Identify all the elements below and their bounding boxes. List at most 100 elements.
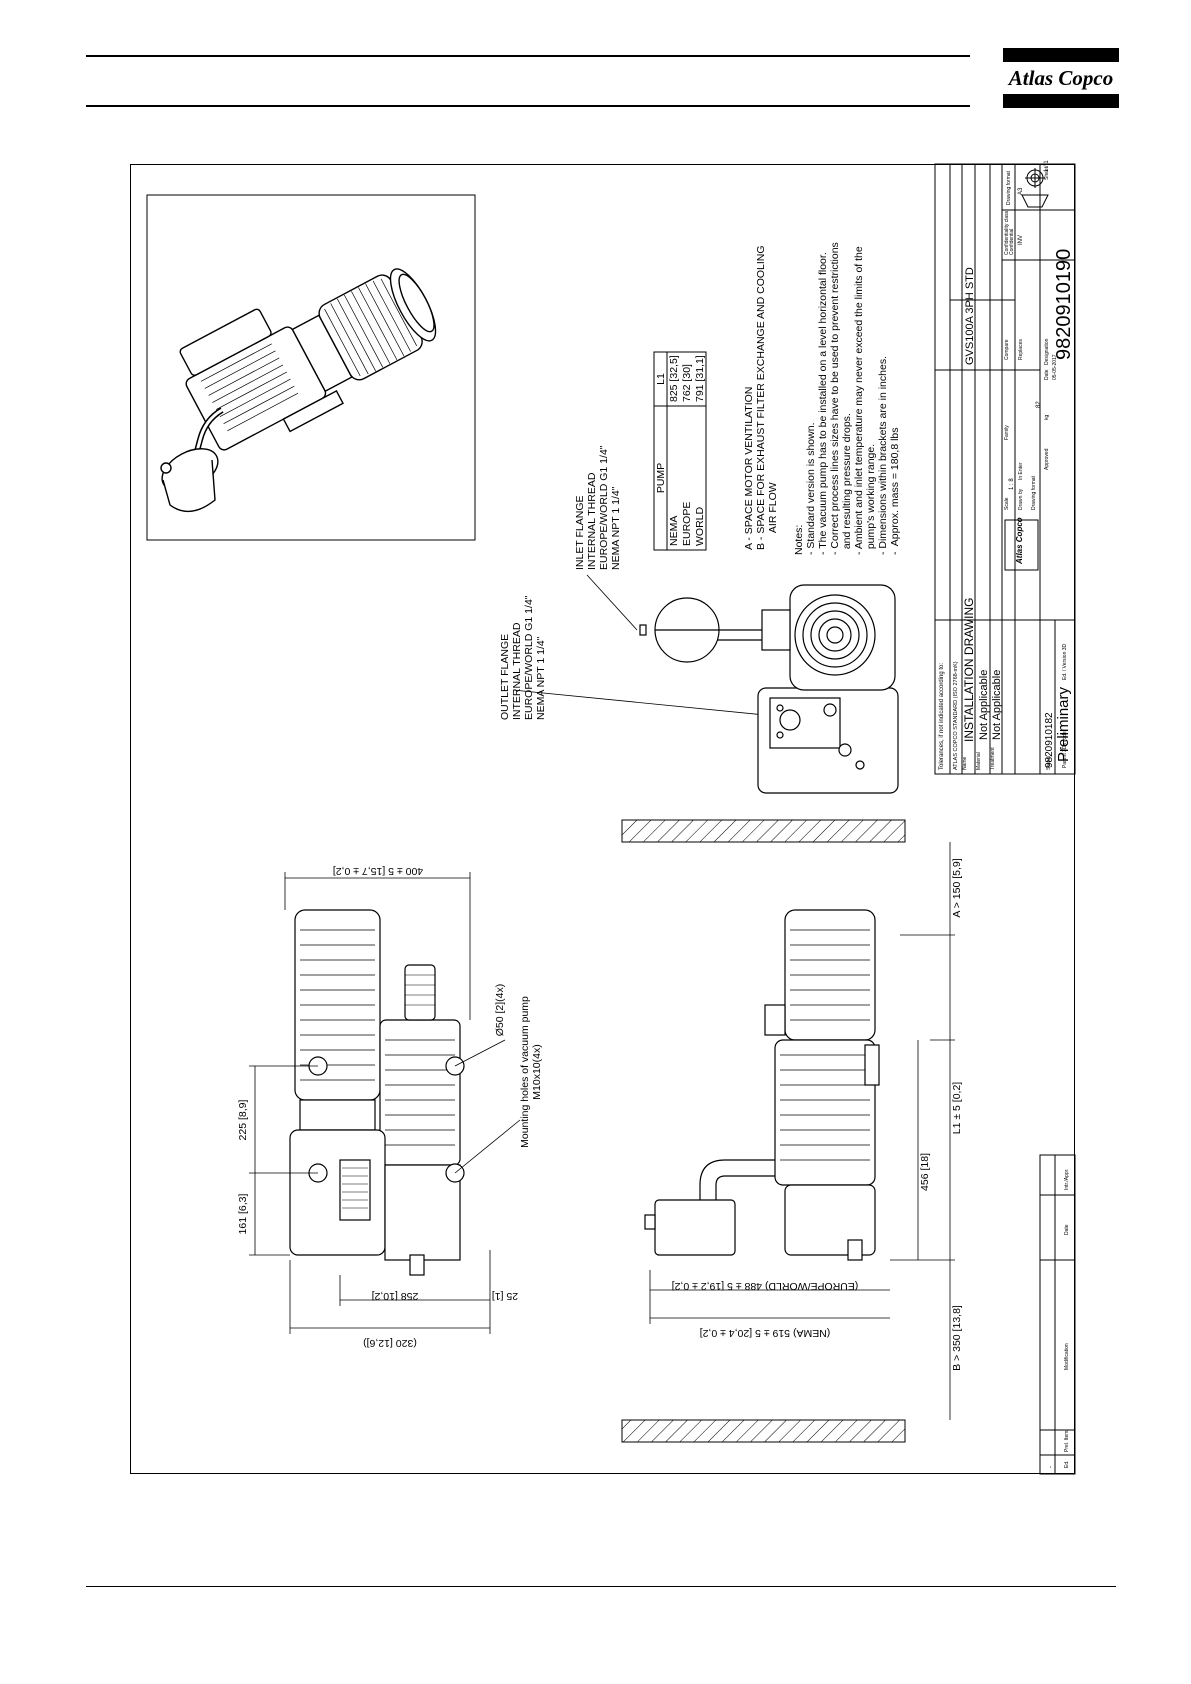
note-8: - Approx. mass = 180,8 lbs: [889, 427, 901, 555]
dim-europe-world: (EUROPE/WORLD) 488 ± 5 [19,2 ± 0,2]: [672, 1280, 859, 1292]
pump-side-view: [644, 909, 880, 1261]
family-label: Family: [1004, 425, 1010, 440]
drawing-format-label-2: Drawing format: [1006, 170, 1012, 205]
table-row-europe-l1: 762 [30]: [681, 364, 693, 402]
standard-ref: ATLAS COPCO STANDARD (ISO 2768-mK): [953, 661, 959, 770]
model-value: GVS100A 3PH STD: [964, 267, 976, 365]
space-note-a: A - SPACE MOTOR VENTILATION: [743, 387, 755, 550]
inlet-flange-line3: EUROPE/WORLD G1 1/4": [598, 445, 610, 570]
note-7: - Dimensions within brackets are in inch…: [877, 356, 889, 555]
notes-block: OUTLET FLANGE INTERNAL THREAD EUROPE/WOR…: [499, 242, 901, 720]
inv-label: INV: [1018, 235, 1024, 245]
title-block-logo: Atlas Copco: [1015, 517, 1024, 565]
note-5: - Ambient and inlet temperature may neve…: [853, 246, 865, 555]
dim-161: 161 [6,3]: [237, 1193, 249, 1234]
compare-label: Compare: [1004, 339, 1010, 360]
mounting-holes-label-1: Mounting holes of vacuum pump: [519, 996, 531, 1148]
ed-version-label: Ed. / Version 3D: [1062, 643, 1068, 680]
dim-a: A > 150 [5,9]: [951, 858, 963, 917]
side-view-dimension-labels: A > 150 [5,9] L1 ± 5 [0,2] 456 [18] B > …: [672, 858, 963, 1371]
parent-number: 9820910182: [1044, 712, 1055, 768]
wall-top: [621, 819, 906, 843]
name-label: Name: [962, 756, 968, 770]
inlet-flange-line4: NEMA NPT 1 1/4": [610, 486, 622, 570]
scale-label: Scale: [1004, 497, 1010, 510]
parent-model-box: 9820910182 Parent 3D-model Ed. / Version…: [1039, 619, 1076, 775]
header-rule-bottom: [86, 105, 970, 107]
drawing-frame: [130, 164, 1075, 1474]
material-value: Not Applicable: [978, 670, 990, 740]
rev-date-label: Date: [1064, 1224, 1070, 1235]
dim-225: 225 [8,9]: [237, 1099, 249, 1140]
rev-mod-label: Modification: [1064, 1343, 1070, 1370]
note-2: - The vacuum pump has to be installed on…: [817, 252, 829, 555]
tolerances-note: Tolerances, if not indicated according t…: [939, 663, 945, 770]
date-value: 05-05-2017: [1052, 354, 1058, 380]
space-note-b: B - SPACE FOR EXHAUST FILTER EXCHANGE AN…: [755, 245, 767, 550]
inlet-flange-line2: INTERNAL THREAD: [586, 472, 598, 570]
rev-dash: -: [1048, 1466, 1054, 1468]
pump-top-view: [289, 909, 465, 1276]
material-label: Material: [976, 752, 982, 770]
name-value: INSTALLATION DRAWING: [962, 598, 976, 742]
approved-label: Approved: [1044, 448, 1050, 470]
drawing-format-label: Drawing format: [1031, 475, 1037, 510]
status-label: Status: [1046, 755, 1052, 770]
mounting-holes-label-2: M10x10(4x): [531, 1044, 543, 1099]
date-label: Date: [1044, 369, 1050, 380]
note-6: pump's working range.: [865, 444, 877, 555]
drawing-number: 9820910190: [1053, 249, 1075, 360]
table-row-nema: NEMA: [668, 516, 680, 546]
confidentiality-value: Confidential: [1009, 229, 1015, 255]
pump-3d-view: [146, 194, 476, 541]
inlet-flange-line1: INLET FLANGE: [574, 496, 586, 571]
note-4: and resulting pressure drops.: [841, 413, 853, 555]
dim-b: B > 350 [13,8]: [951, 1305, 963, 1371]
note-3: - Correct process lines sizes have to be…: [829, 242, 841, 555]
outlet-flange-line4: NEMA NPT 1 1/4": [535, 636, 547, 720]
dim-400: 400 ± 5 [15,7 ± 0,2]: [333, 865, 423, 877]
outlet-flange-line3: EUROPE/WORLD G1 1/4": [523, 595, 535, 720]
replaces-label: Replaces: [1018, 339, 1024, 360]
top-view-dimension-labels: 400 ± 5 [15,7 ± 0,2] 225 [8,9] 161 [6,3]…: [237, 865, 543, 1349]
outlet-flange-line1: OUTLET FLANGE: [499, 634, 511, 720]
table-row-europe: EUROPE: [681, 502, 693, 546]
logo-text: Atlas Copco: [1007, 66, 1113, 90]
rev-prel-label: Prel. Item: [1064, 1431, 1070, 1452]
dim-l1: L1 ± 5 [0,2]: [951, 1082, 963, 1135]
revision-block-text: - Ed. Prel. Item Modification Date Intr.…: [1048, 1169, 1070, 1468]
outlet-flange-line2: INTERNAL THREAD: [511, 622, 523, 720]
weight-value: 82: [1036, 401, 1042, 408]
table-row-world: WORLD: [694, 507, 706, 547]
header-rule-top: [86, 55, 970, 57]
rev-appr-label: Intr./Appr.: [1064, 1169, 1070, 1190]
pump-end-view: [639, 584, 899, 794]
dim-nema: (NEMA) 519 ± 5 [20,4 ± 0,2]: [700, 1327, 831, 1339]
space-note-b-cont: AIR FLOW: [767, 482, 779, 550]
pump-table: PUMP L1 NEMA 825 [32,5] EUROPE 762 [30] …: [653, 351, 707, 551]
atlas-copco-logo: Atlas Copco: [1003, 48, 1119, 108]
drawn-value: In Enter: [1018, 462, 1024, 480]
flange-leaders: [512, 574, 766, 716]
treatment-value: Not Applicable: [991, 670, 1003, 740]
footer-rule: [86, 1586, 1116, 1587]
dim-258: 258 [10,2]: [372, 1290, 419, 1302]
table-header-l1: L1: [655, 373, 667, 385]
weight-label: kg: [1044, 415, 1050, 421]
parent-label: Parent 3D-model: [1062, 730, 1068, 768]
confidentiality-label: Confidentiality class: [1004, 210, 1010, 255]
revision-block: [1039, 1154, 1076, 1475]
hole-diameter-label: Ø50 [2](4x): [494, 984, 506, 1037]
sheet-value: 1 / 1: [1044, 160, 1050, 172]
status-value: Preliminary: [1055, 686, 1072, 762]
designation-label: Designation: [1044, 338, 1050, 365]
notes-title: Notes:: [793, 525, 805, 555]
table-row-world-l1: 791 [31,1]: [694, 355, 706, 402]
title-block: [934, 163, 1076, 775]
top-view-dimension-lines: [249, 872, 521, 1334]
rev-ed-label: Ed.: [1064, 1460, 1070, 1468]
drawn-label: Drawn by: [1018, 488, 1024, 510]
note-1: - Standard version is shown.: [805, 423, 817, 555]
dim-320: (320 [12,6]): [363, 1337, 417, 1349]
